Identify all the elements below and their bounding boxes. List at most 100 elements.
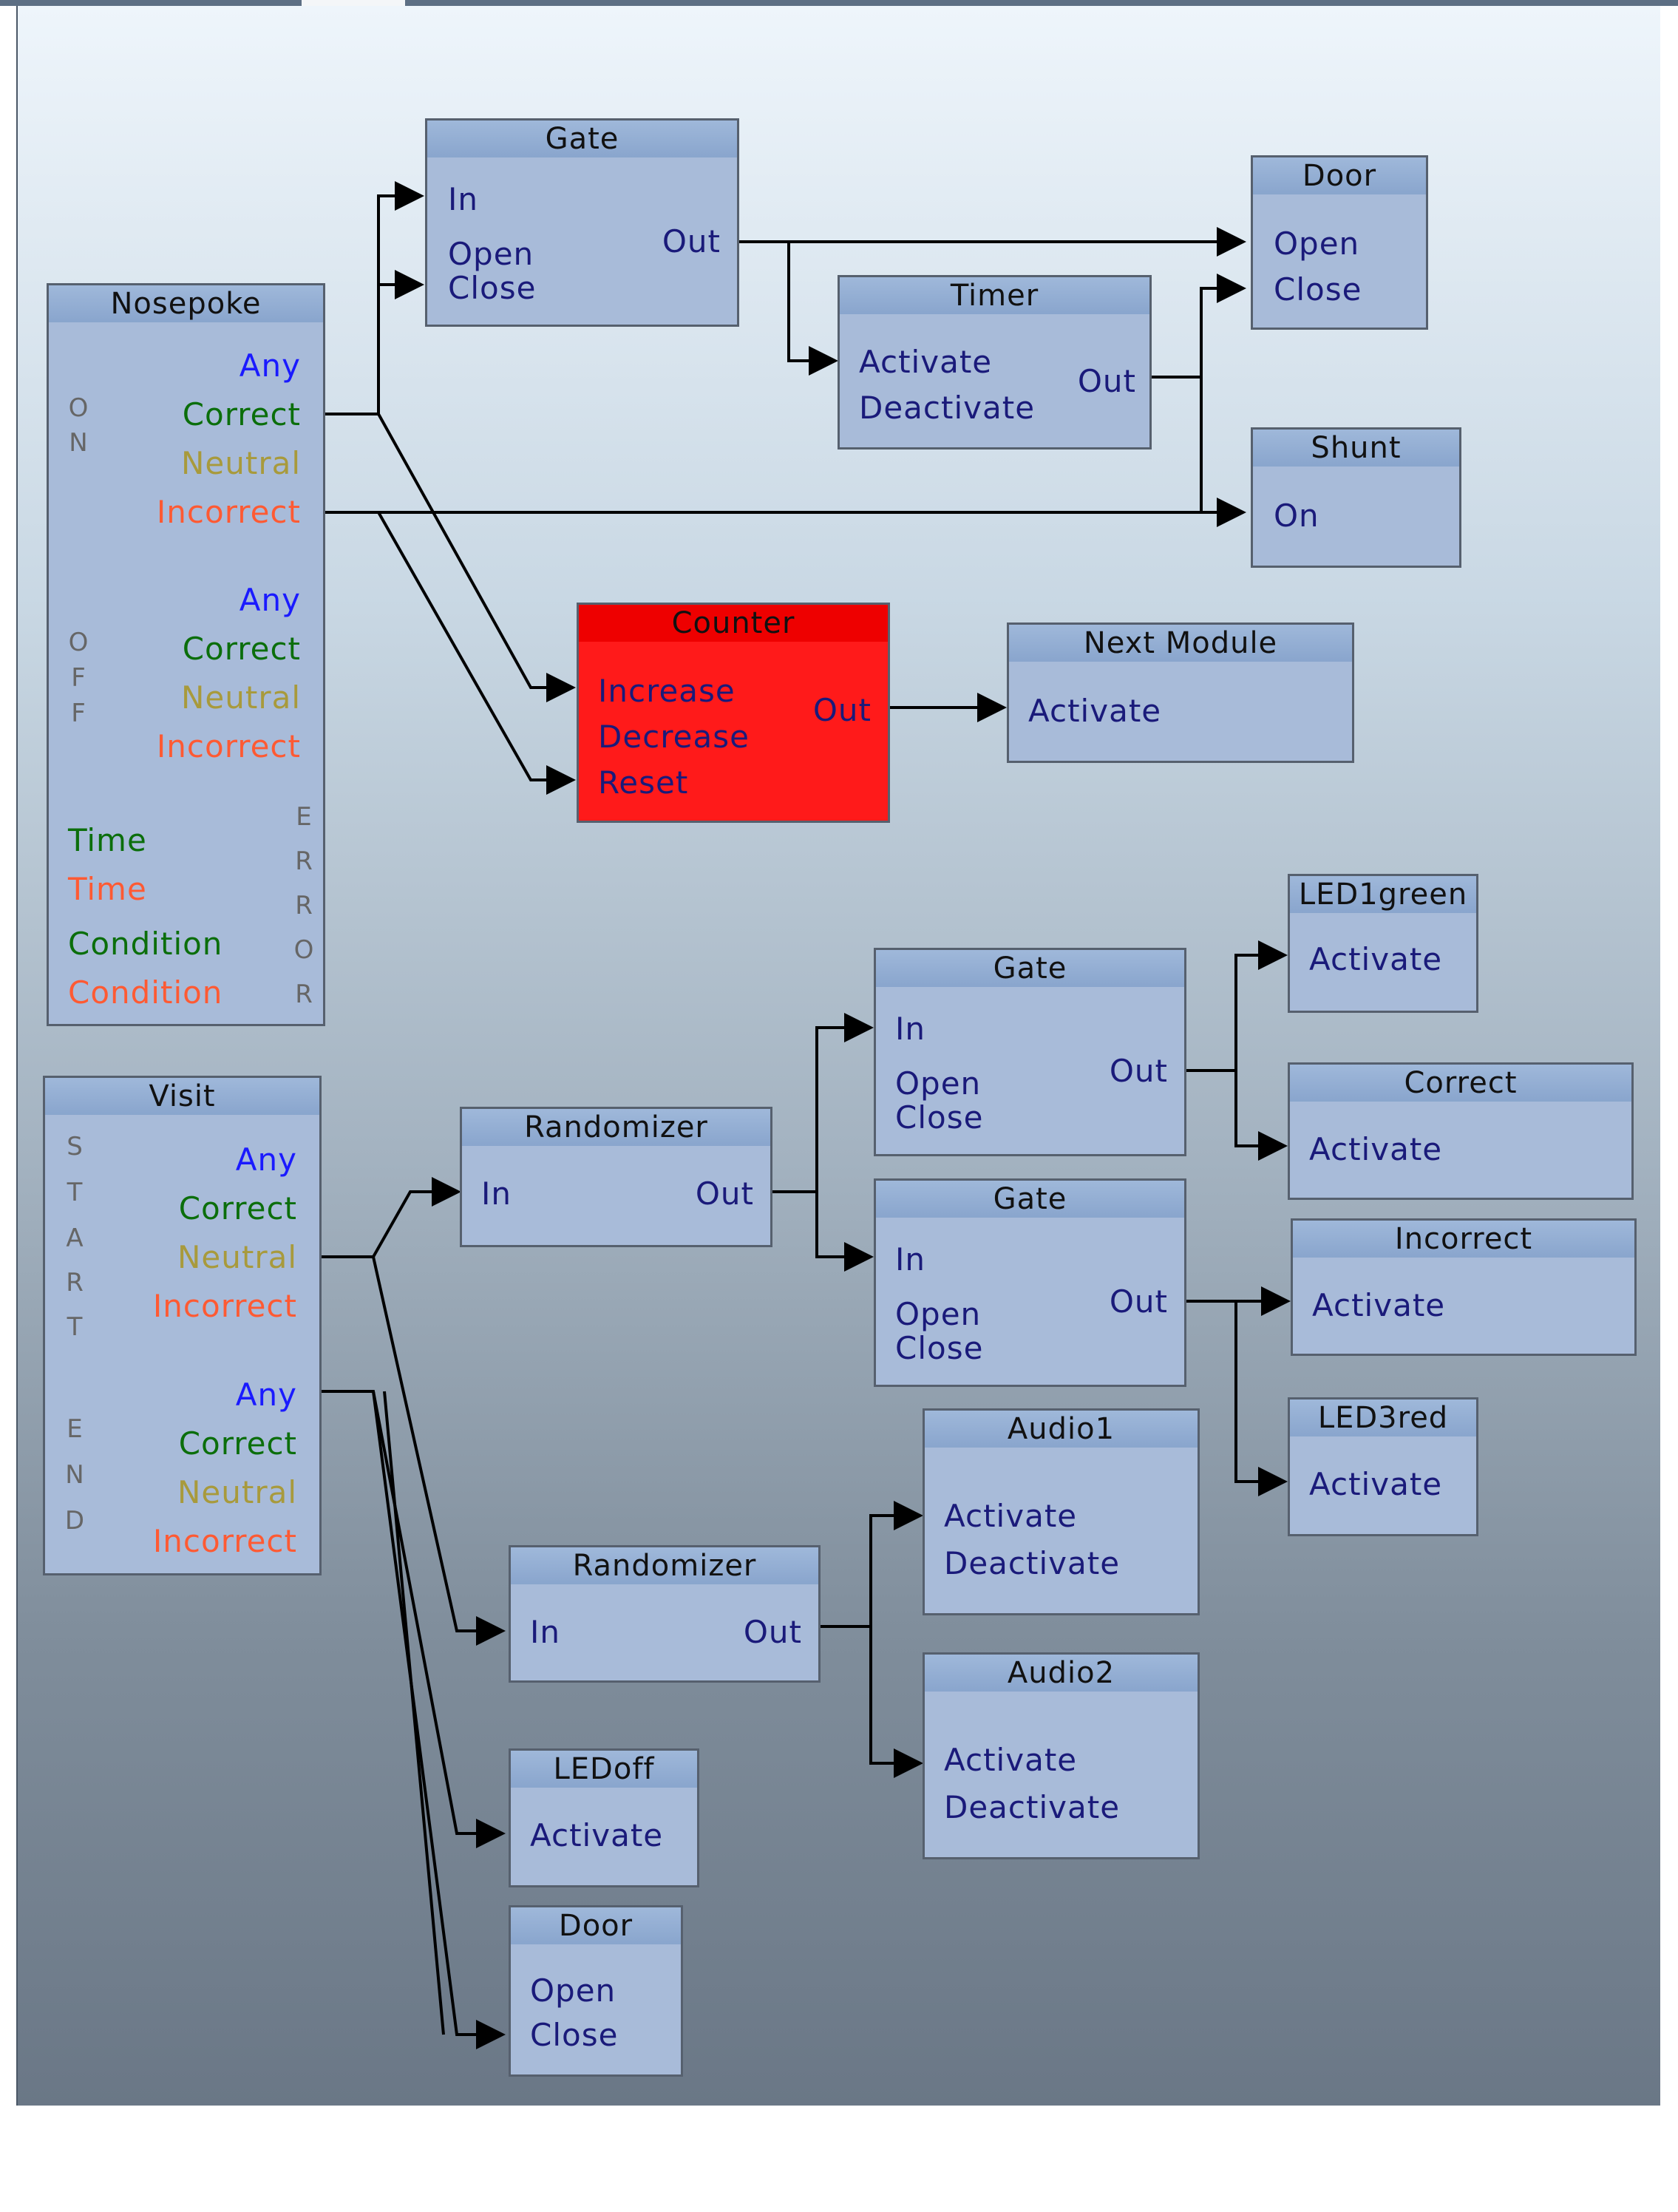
port-time-correct[interactable]: Time bbox=[68, 822, 147, 858]
port-reset[interactable]: Reset bbox=[598, 764, 689, 801]
port-deactivate[interactable]: Deactivate bbox=[944, 1789, 1121, 1825]
node-visit[interactable]: Visit S T A R T Any Correct Neutral Inco… bbox=[43, 1076, 322, 1575]
port-close[interactable]: Close bbox=[530, 2017, 619, 2053]
off-letter: F bbox=[71, 699, 86, 728]
port-out[interactable]: Out bbox=[695, 1175, 754, 1212]
port-open[interactable]: Open bbox=[895, 1296, 982, 1332]
node-title: Audio2 bbox=[925, 1655, 1198, 1692]
port-out[interactable]: Out bbox=[662, 223, 721, 259]
port-activate[interactable]: Activate bbox=[530, 1817, 664, 1853]
port-off-incorrect[interactable]: Incorrect bbox=[156, 728, 301, 764]
port-in[interactable]: In bbox=[481, 1175, 512, 1212]
error-letter: O bbox=[293, 935, 314, 965]
port-activate[interactable]: Activate bbox=[1309, 1466, 1443, 1502]
port-activate[interactable]: Activate bbox=[1028, 693, 1162, 729]
port-out[interactable]: Out bbox=[1109, 1053, 1168, 1089]
port-out[interactable]: Out bbox=[1109, 1283, 1168, 1320]
port-decrease[interactable]: Decrease bbox=[598, 719, 750, 755]
port-on-any[interactable]: Any bbox=[239, 347, 301, 384]
node-gate[interactable]: Gate In Open Close Out bbox=[874, 948, 1186, 1156]
node-title: Counter bbox=[579, 605, 888, 642]
port-close[interactable]: Close bbox=[895, 1330, 984, 1366]
node-gate[interactable]: Gate In Open Close Out bbox=[874, 1178, 1186, 1387]
node-nosepoke[interactable]: Nosepoke O N Any Correct Neutral Incorre… bbox=[47, 283, 325, 1026]
port-off-any[interactable]: Any bbox=[239, 582, 301, 618]
port-increase[interactable]: Increase bbox=[598, 673, 736, 709]
window-top-bar bbox=[0, 0, 1678, 6]
port-close[interactable]: Close bbox=[448, 270, 537, 306]
port-in[interactable]: In bbox=[530, 1614, 561, 1650]
node-title: Randomizer bbox=[511, 1547, 818, 1584]
node-randomizer[interactable]: Randomizer In Out bbox=[460, 1107, 772, 1247]
port-condition-incorrect[interactable]: Condition bbox=[68, 974, 223, 1011]
node-timer[interactable]: Timer Activate Deactivate Out bbox=[838, 275, 1152, 449]
port-start-correct[interactable]: Correct bbox=[178, 1190, 297, 1227]
node-correct[interactable]: Correct Activate bbox=[1288, 1062, 1634, 1200]
off-letter: O bbox=[68, 628, 89, 657]
on-letter: N bbox=[69, 428, 88, 458]
error-letter: R bbox=[295, 980, 313, 1009]
port-in[interactable]: In bbox=[895, 1011, 926, 1047]
end-letter: D bbox=[64, 1506, 85, 1536]
port-start-incorrect[interactable]: Incorrect bbox=[152, 1288, 297, 1324]
node-led1green[interactable]: LED1green Activate bbox=[1288, 874, 1478, 1013]
port-activate[interactable]: Activate bbox=[1309, 941, 1443, 977]
port-condition-correct[interactable]: Condition bbox=[68, 926, 223, 962]
node-audio1[interactable]: Audio1 Activate Deactivate bbox=[923, 1408, 1200, 1615]
port-in[interactable]: In bbox=[895, 1241, 926, 1278]
port-activate[interactable]: Activate bbox=[944, 1498, 1078, 1534]
port-close[interactable]: Close bbox=[895, 1099, 984, 1136]
port-on-correct[interactable]: Correct bbox=[182, 396, 301, 432]
port-activate[interactable]: Activate bbox=[1309, 1131, 1443, 1167]
node-title: Correct bbox=[1290, 1065, 1631, 1102]
node-ledoff[interactable]: LEDoff Activate bbox=[509, 1748, 699, 1887]
node-title: Shunt bbox=[1253, 430, 1459, 467]
node-title: Door bbox=[511, 1907, 681, 1944]
node-incorrect[interactable]: Incorrect Activate bbox=[1291, 1218, 1637, 1356]
node-title: Incorrect bbox=[1293, 1221, 1634, 1258]
node-shunt[interactable]: Shunt On bbox=[1251, 427, 1461, 568]
node-led3red[interactable]: LED3red Activate bbox=[1288, 1397, 1478, 1536]
port-start-neutral[interactable]: Neutral bbox=[177, 1239, 297, 1275]
port-out[interactable]: Out bbox=[1077, 363, 1136, 399]
port-end-incorrect[interactable]: Incorrect bbox=[152, 1523, 297, 1559]
port-out[interactable]: Out bbox=[812, 692, 872, 728]
off-letter: F bbox=[71, 663, 86, 693]
port-activate[interactable]: Activate bbox=[944, 1742, 1078, 1778]
start-letter: A bbox=[66, 1224, 84, 1253]
node-title: Randomizer bbox=[462, 1109, 770, 1146]
node-next-module[interactable]: Next Module Activate bbox=[1007, 622, 1354, 763]
node-audio2[interactable]: Audio2 Activate Deactivate bbox=[923, 1652, 1200, 1859]
node-title: LEDoff bbox=[511, 1751, 697, 1788]
port-activate[interactable]: Activate bbox=[859, 344, 993, 380]
port-close[interactable]: Close bbox=[1274, 271, 1362, 308]
active-tab[interactable] bbox=[302, 0, 405, 6]
port-start-any[interactable]: Any bbox=[235, 1141, 297, 1178]
node-title: Gate bbox=[876, 950, 1184, 987]
port-deactivate[interactable]: Deactivate bbox=[859, 390, 1036, 426]
port-time-incorrect[interactable]: Time bbox=[68, 871, 147, 907]
error-letter: R bbox=[295, 847, 313, 876]
port-on-incorrect[interactable]: Incorrect bbox=[156, 494, 301, 530]
port-in[interactable]: In bbox=[448, 181, 479, 217]
port-open[interactable]: Open bbox=[448, 236, 534, 272]
port-open[interactable]: Open bbox=[530, 1972, 616, 2009]
port-off-neutral[interactable]: Neutral bbox=[180, 679, 301, 716]
node-randomizer[interactable]: Randomizer In Out bbox=[509, 1545, 821, 1683]
port-on-neutral[interactable]: Neutral bbox=[180, 445, 301, 481]
port-end-neutral[interactable]: Neutral bbox=[177, 1474, 297, 1510]
port-off-correct[interactable]: Correct bbox=[182, 631, 301, 667]
node-title: Gate bbox=[427, 121, 737, 157]
port-end-any[interactable]: Any bbox=[235, 1377, 297, 1413]
node-door[interactable]: Door Open Close bbox=[1251, 155, 1428, 330]
port-activate[interactable]: Activate bbox=[1312, 1287, 1446, 1323]
port-open[interactable]: Open bbox=[895, 1065, 982, 1102]
port-out[interactable]: Out bbox=[743, 1614, 802, 1650]
node-gate[interactable]: Gate In Open Close Out bbox=[425, 118, 739, 327]
port-end-correct[interactable]: Correct bbox=[178, 1425, 297, 1462]
node-door[interactable]: Door Open Close bbox=[509, 1905, 683, 2077]
port-open[interactable]: Open bbox=[1274, 225, 1360, 262]
node-counter[interactable]: Counter Increase Decrease Reset Out bbox=[577, 603, 890, 823]
port-deactivate[interactable]: Deactivate bbox=[944, 1545, 1121, 1581]
port-on[interactable]: On bbox=[1274, 498, 1319, 534]
